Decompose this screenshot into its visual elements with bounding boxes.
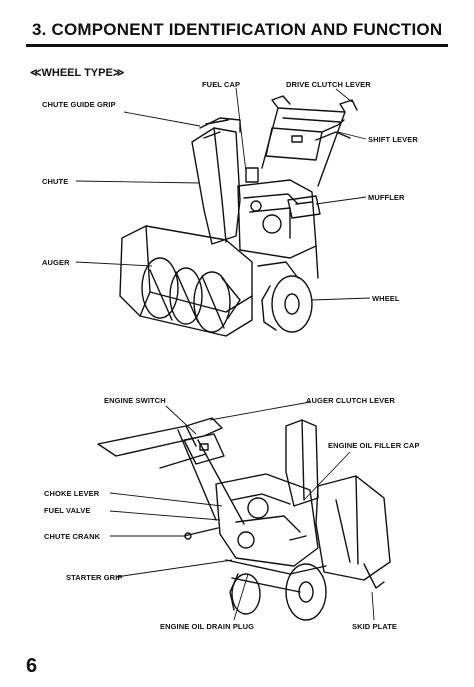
- label-choke-lever: CHOKE LEVER: [44, 489, 100, 498]
- label-auger: AUGER: [42, 258, 70, 267]
- section-subheading: ≪WHEEL TYPE≫: [30, 67, 125, 79]
- label-fuel-cap: FUEL CAP: [202, 80, 241, 89]
- page-number: 6: [26, 655, 38, 677]
- label-muffler: MUFFLER: [368, 193, 405, 202]
- label-fuel-valve: FUEL VALVE: [44, 506, 91, 515]
- leader-lines: [75, 87, 375, 621]
- label-auger-clutch-lever: AUGER CLUTCH LEVER: [306, 396, 395, 405]
- label-engine-oil-drain-plug: ENGINE OIL DRAIN PLUG: [160, 622, 255, 631]
- label-shift-lever: SHIFT LEVER: [368, 135, 418, 144]
- label-chute-crank: CHUTE CRANK: [44, 532, 101, 541]
- label-chute: CHUTE: [42, 177, 69, 186]
- bottom-snowblower-drawing: [97, 417, 391, 621]
- title-underline: [26, 44, 448, 47]
- label-chute-guide-grip: CHUTE GUIDE GRIP: [42, 100, 116, 109]
- label-wheel: WHEEL: [372, 294, 400, 303]
- label-starter-grip: STARTER GRIP: [66, 573, 123, 582]
- label-engine-switch: ENGINE SWITCH: [104, 396, 166, 405]
- label-drive-clutch-lever: DRIVE CLUTCH LEVER: [286, 80, 371, 89]
- page-title: 3. COMPONENT IDENTIFICATION AND FUNCTION: [32, 20, 443, 39]
- label-engine-oil-filler-cap: ENGINE OIL FILLER CAP: [328, 441, 420, 450]
- top-snowblower-drawing: [119, 95, 358, 337]
- label-skid-plate: SKID PLATE: [352, 622, 398, 631]
